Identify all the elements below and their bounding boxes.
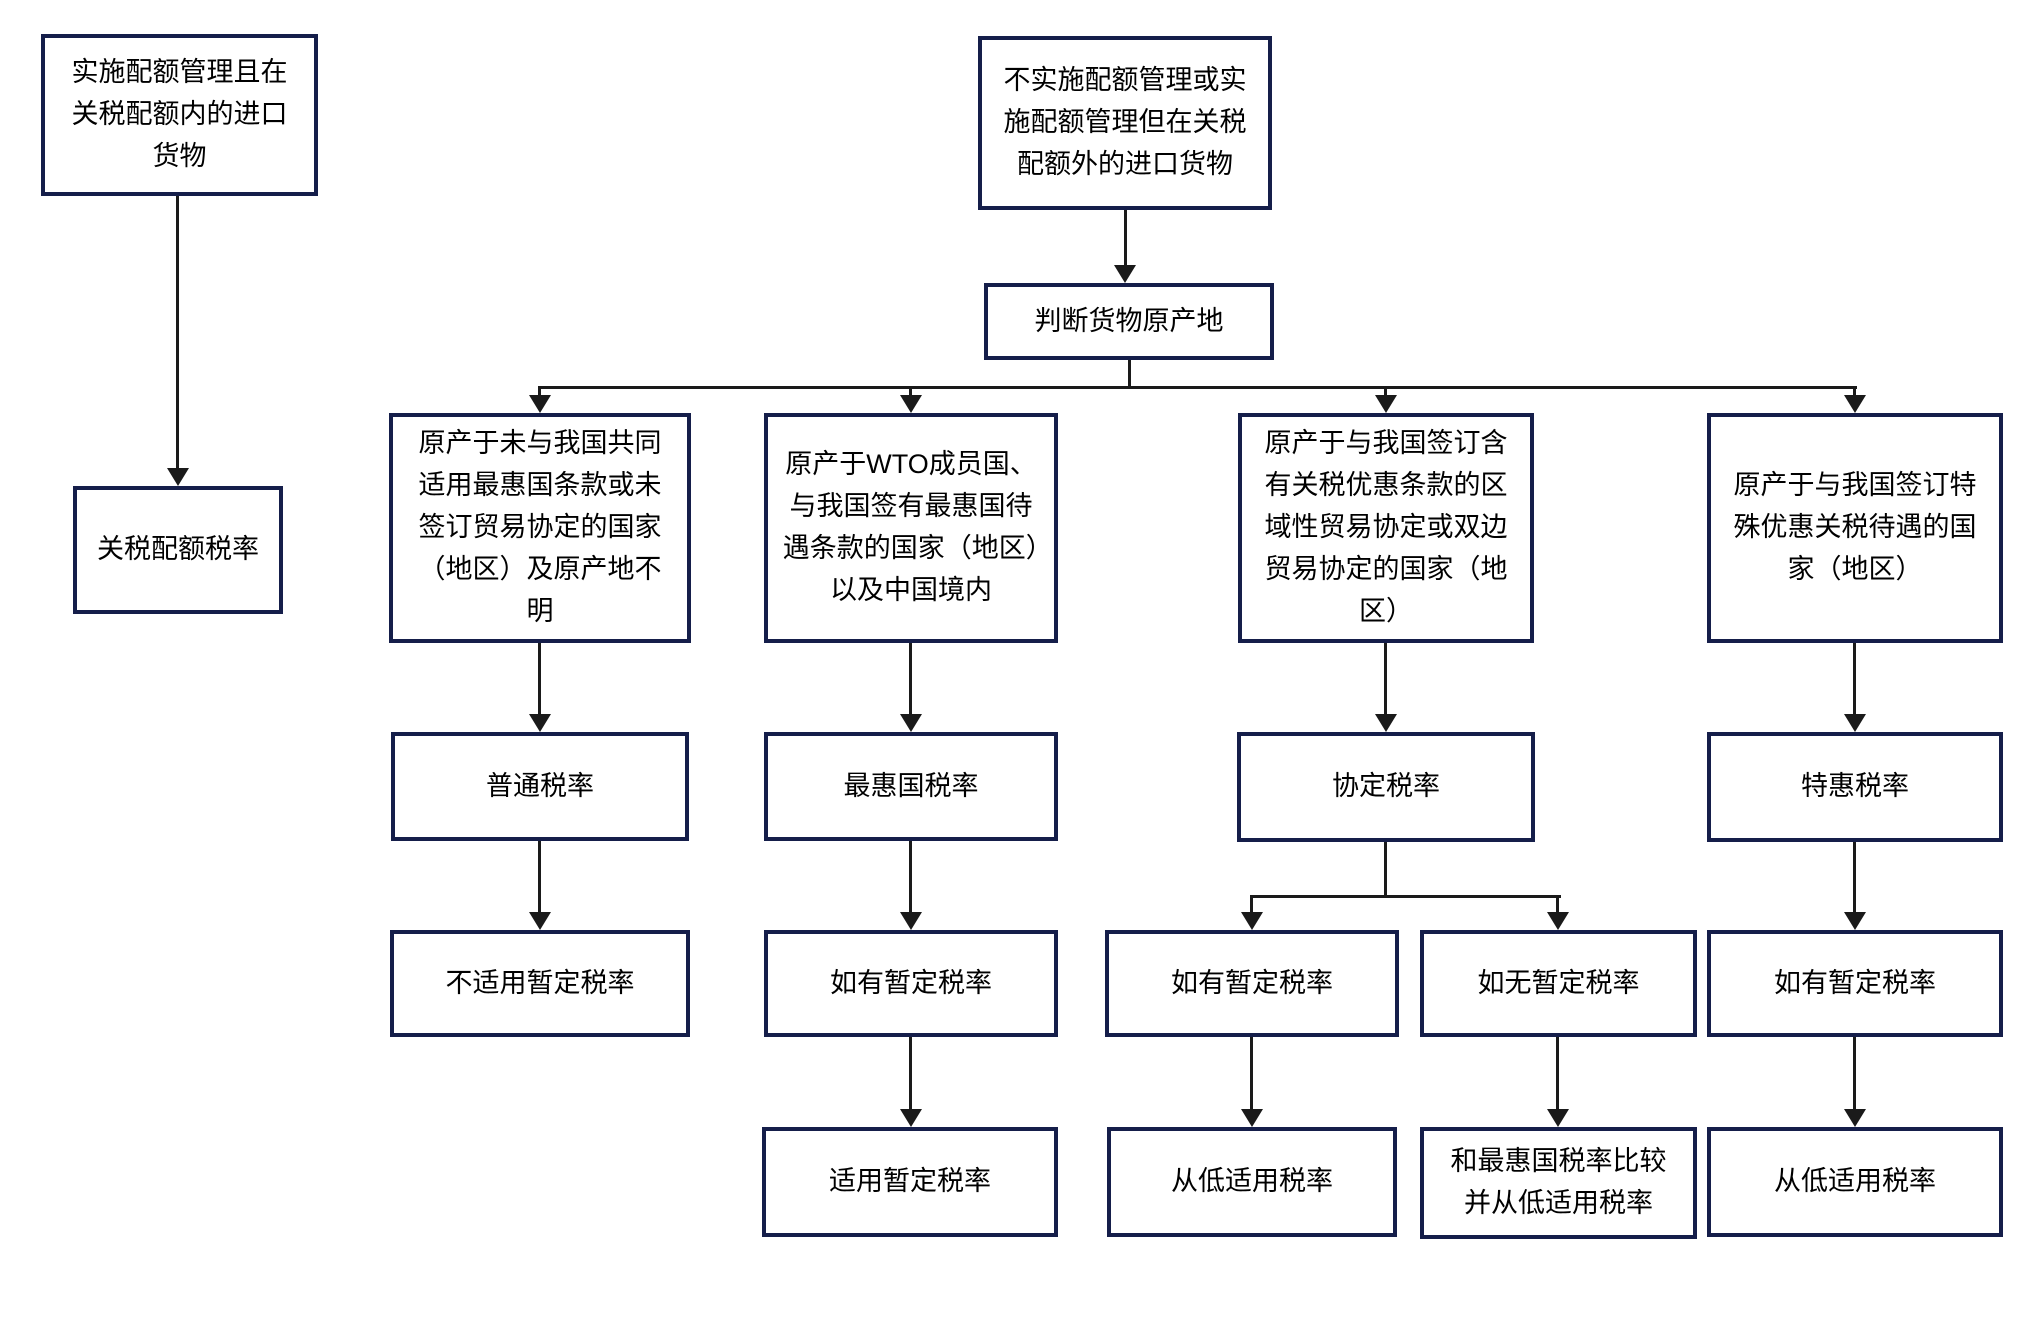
connector-mfn-to-has-provisional (909, 841, 912, 914)
node-apply-lower-special-label: 从低适用税率 (1774, 1166, 1936, 1197)
node-mfn-rate-label: 最惠国税率 (843, 770, 979, 801)
node-compare-mfn-apply-lower: 和最惠国税率比较并从低适用税率 (1420, 1127, 1697, 1239)
node-quota-out: 不实施配额管理或实施配额管理但在关税配额外的进口货物 (978, 36, 1272, 210)
arrowhead-branch-special (1844, 395, 1866, 413)
node-special-has-provisional: 如有暂定税率 (1707, 930, 2003, 1037)
arrowhead-preferential-rate (1844, 714, 1866, 732)
connector-branch-rail (539, 386, 1857, 389)
arrowhead-origin-check (1114, 265, 1136, 283)
node-preferential-rate: 特惠税率 (1707, 732, 2003, 842)
connector-quota-in-stem (176, 196, 179, 469)
arrowhead-general-no-provisional (529, 912, 551, 930)
node-compare-mfn-apply-lower-label: 和最惠国税率比较并从低适用税率 (1450, 1146, 1667, 1218)
node-branch-wto: 原产于WTO成员国、与我国签有最惠国待遇条款的国家（地区）以及中国境内 (764, 413, 1058, 643)
connector-regional-to-agreement (1384, 643, 1387, 716)
node-branch-wto-label: 原产于WTO成员国、与我国签有最惠国待遇条款的国家（地区）以及中国境内 (782, 449, 1040, 605)
node-general-no-provisional-label: 不适用暂定税率 (445, 967, 635, 998)
connector-special-has-to-lower (1853, 1037, 1856, 1111)
connector-origin-stem (1128, 360, 1131, 389)
node-branch-special-label: 原产于与我国签订特殊优惠关税待遇的国家（地区） (1733, 470, 1977, 584)
arrowhead-agreement-rate (1375, 714, 1397, 732)
connector-drop-agreement-no (1556, 895, 1559, 914)
node-apply-provisional-label: 适用暂定税率 (829, 1166, 991, 1197)
node-quota-in-label: 实施配额管理且在关税配额内的进口货物 (71, 57, 288, 171)
node-special-has-provisional-label: 如有暂定税率 (1774, 967, 1936, 998)
arrowhead-special-has-provisional (1844, 912, 1866, 930)
arrowhead-agreement-has-provisional (1241, 912, 1263, 930)
connector-mfn-provisional-to-apply (909, 1037, 912, 1111)
node-general-rate-label: 普通税率 (486, 770, 594, 801)
node-apply-lower-agreement: 从低适用税率 (1107, 1127, 1397, 1237)
connector-preferential-to-has-provisional (1853, 842, 1856, 914)
node-agreement-has-provisional: 如有暂定税率 (1105, 930, 1399, 1037)
node-branch-no-mfn-label: 原产于未与我国共同适用最惠国条款或未签订贸易协定的国家（地区）及原产地不明 (418, 428, 662, 626)
node-origin-check-label: 判断货物原产地 (1034, 305, 1224, 336)
node-agreement-rate-label: 协定税率 (1332, 771, 1440, 802)
connector-drop-wto (909, 386, 912, 398)
arrowhead-apply-lower-special (1844, 1109, 1866, 1127)
arrowhead-apply-lower-agreement (1241, 1109, 1263, 1127)
connector-wto-to-mfn (909, 643, 912, 716)
connector-drop-regional (1384, 386, 1387, 398)
node-branch-regional: 原产于与我国签订含有关税优惠条款的区域性贸易协定或双边贸易协定的国家（地区） (1238, 413, 1534, 643)
node-branch-regional-label: 原产于与我国签订含有关税优惠条款的区域性贸易协定或双边贸易协定的国家（地区） (1264, 428, 1508, 626)
arrowhead-compare-mfn (1547, 1109, 1569, 1127)
connector-agreement-stem (1384, 842, 1387, 898)
arrowhead-mfn-rate (900, 714, 922, 732)
arrowhead-mfn-has-provisional (900, 912, 922, 930)
node-quota-rate-label: 关税配额税率 (97, 534, 259, 565)
arrowhead-general-rate (529, 714, 551, 732)
node-apply-lower-agreement-label: 从低适用税率 (1171, 1166, 1333, 1197)
arrowhead-branch-no-mfn (529, 395, 551, 413)
connector-quota-out-stem (1124, 210, 1127, 267)
connector-special-to-preferential (1853, 643, 1856, 716)
node-origin-check: 判断货物原产地 (984, 283, 1274, 360)
node-quota-out-label: 不实施配额管理或实施配额管理但在关税配额外的进口货物 (1003, 65, 1247, 179)
node-agreement-no-provisional-label: 如无暂定税率 (1477, 967, 1640, 998)
connector-general-to-no-provisional (538, 841, 541, 914)
node-mfn-has-provisional: 如有暂定税率 (764, 930, 1058, 1037)
node-agreement-rate: 协定税率 (1237, 732, 1535, 842)
connector-drop-no-mfn (538, 386, 541, 398)
connector-drop-agreement-has (1250, 895, 1253, 914)
node-quota-in: 实施配额管理且在关税配额内的进口货物 (41, 34, 318, 196)
node-apply-lower-special: 从低适用税率 (1707, 1127, 2003, 1237)
connector-agreement-rail (1251, 895, 1561, 898)
node-apply-provisional: 适用暂定税率 (762, 1127, 1058, 1237)
connector-no-mfn-to-general (538, 643, 541, 716)
arrowhead-branch-regional (1375, 395, 1397, 413)
node-quota-rate: 关税配额税率 (73, 486, 283, 614)
connector-agreement-no-to-compare (1556, 1037, 1559, 1111)
node-agreement-no-provisional: 如无暂定税率 (1420, 930, 1697, 1037)
node-branch-no-mfn: 原产于未与我国共同适用最惠国条款或未签订贸易协定的国家（地区）及原产地不明 (389, 413, 691, 643)
connector-agreement-has-to-lower (1250, 1037, 1253, 1111)
node-branch-special: 原产于与我国签订特殊优惠关税待遇的国家（地区） (1707, 413, 2003, 643)
node-agreement-has-provisional-label: 如有暂定税率 (1171, 967, 1333, 998)
node-general-no-provisional: 不适用暂定税率 (390, 930, 690, 1037)
arrowhead-apply-provisional (900, 1109, 922, 1127)
connector-drop-special (1853, 386, 1856, 398)
arrowhead-branch-wto (900, 395, 922, 413)
node-general-rate: 普通税率 (391, 732, 689, 841)
arrowhead-quota-rate (167, 468, 189, 486)
node-preferential-rate-label: 特惠税率 (1801, 771, 1909, 802)
node-mfn-rate: 最惠国税率 (764, 732, 1058, 841)
arrowhead-agreement-no-provisional (1547, 912, 1569, 930)
node-mfn-has-provisional-label: 如有暂定税率 (830, 967, 992, 998)
